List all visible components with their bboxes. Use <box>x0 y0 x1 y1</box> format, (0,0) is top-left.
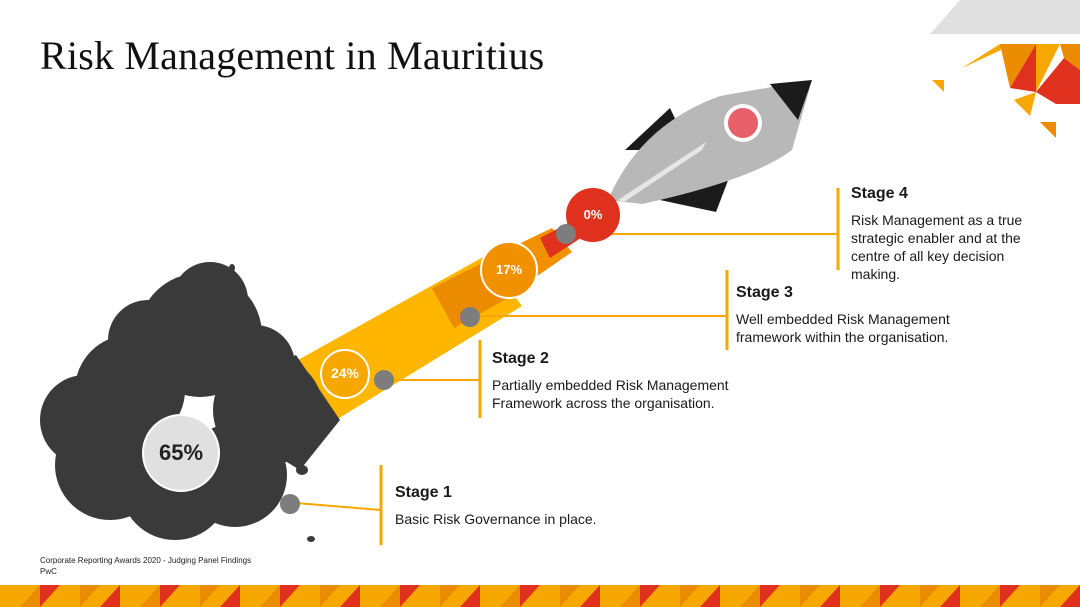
stage3-percent: 17% <box>495 262 523 277</box>
stage2-callout: Stage 2 Partially embedded Risk Manageme… <box>492 350 760 412</box>
corner-decoration <box>930 0 1080 138</box>
stage3-dot <box>460 307 480 327</box>
percent-bubbles <box>142 188 620 492</box>
rocket <box>608 80 812 212</box>
stage4-percent: 0% <box>583 207 603 222</box>
marker-dots <box>280 224 576 514</box>
stage4-dot <box>556 224 576 244</box>
rocket-nose <box>770 80 812 120</box>
stage2-description: Partially embedded Risk Management Frame… <box>492 377 729 411</box>
stage2-percent: 24% <box>330 365 360 381</box>
stage1-title: Stage 1 <box>395 484 452 501</box>
stage2-dot <box>374 370 394 390</box>
footer-source: Corporate Reporting Awards 2020 - Judgin… <box>40 556 252 565</box>
bottom-band <box>0 585 1080 607</box>
stage1-dot <box>280 494 300 514</box>
stage2-title: Stage 2 <box>492 350 549 367</box>
stage1-callout: Stage 1 Basic Risk Governance in place. <box>395 484 675 528</box>
stage1-bubble <box>142 414 220 492</box>
stage1-description: Basic Risk Governance in place. <box>395 511 597 527</box>
rocket-window <box>728 108 758 138</box>
stage4-bubble <box>566 188 620 242</box>
stage3-description: Well embedded Risk Management framework … <box>736 311 950 345</box>
stage1-percent: 65% <box>158 440 204 465</box>
stage4-title: Stage 4 <box>851 185 908 202</box>
stage2-bubble <box>320 349 370 399</box>
page-title: Risk Management in Mauritius <box>40 33 545 78</box>
stage3-bubble <box>480 241 538 299</box>
footer: Corporate Reporting Awards 2020 - Judgin… <box>40 555 251 577</box>
stage4-description: Risk Management as a true strategic enab… <box>851 212 1023 282</box>
stage3-title: Stage 3 <box>736 284 793 301</box>
stage3-callout: Stage 3 Well embedded Risk Management fr… <box>736 284 976 346</box>
connectors <box>295 188 840 545</box>
stage4-callout: Stage 4 Risk Management as a true strate… <box>851 185 1051 283</box>
rocket-trail-line <box>618 142 706 202</box>
footer-org: PwC <box>40 567 57 576</box>
